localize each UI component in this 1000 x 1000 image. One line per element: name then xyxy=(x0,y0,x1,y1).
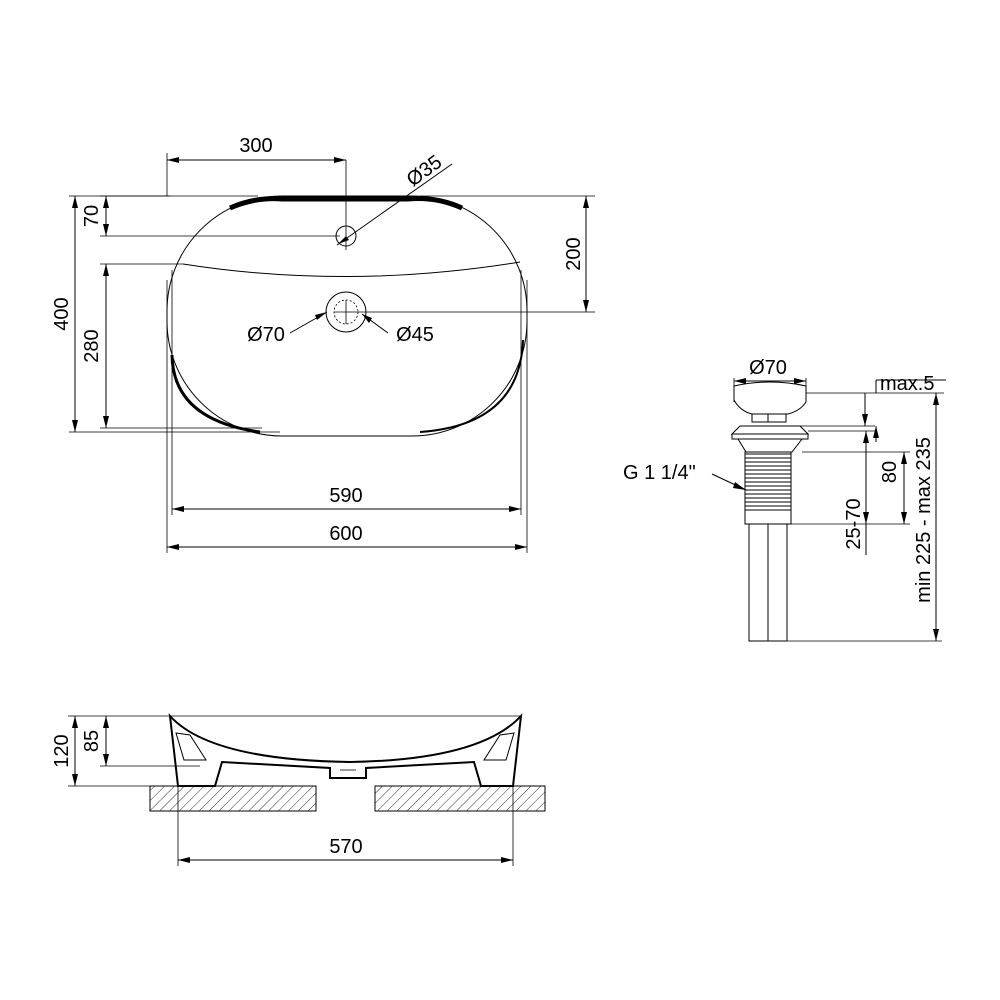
dim-inner-length: 590 xyxy=(329,485,362,507)
dim-inner-width: 280 xyxy=(81,329,103,362)
basin-section xyxy=(168,713,523,787)
drain-view: Ø70 max.5 G 1 1/4" xyxy=(623,357,946,642)
dim-counter-range: 25-70 xyxy=(843,498,865,549)
drain-threaded-body xyxy=(744,451,792,511)
dim-drain-inner: Ø45 xyxy=(396,324,434,346)
dim-overall-length: 600 xyxy=(329,523,362,545)
dim-faucet-hole: Ø35 xyxy=(403,151,447,191)
drain-flange xyxy=(730,425,810,435)
dim-drain-position: 200 xyxy=(563,237,585,270)
basin-bowl-line xyxy=(182,261,521,278)
dim-faucet-offset: 300 xyxy=(239,135,272,157)
dim-faucet-from-edge: 70 xyxy=(81,205,103,227)
drain-cap xyxy=(733,381,807,415)
countertop-right xyxy=(374,785,546,812)
dim-total-height: 120 xyxy=(51,734,73,767)
side-view: 120 85 570 xyxy=(51,713,546,866)
dim-total-range: min 225 - max 235 xyxy=(913,437,935,603)
dim-cap-diameter: Ø70 xyxy=(749,357,787,379)
basin-left-shade xyxy=(170,354,261,434)
thread-spec: G 1 1/4" xyxy=(623,462,696,484)
dim-base-length: 570 xyxy=(329,836,362,858)
countertop-left xyxy=(149,785,317,812)
dim-drain-outer: Ø70 xyxy=(247,324,285,346)
dim-bowl-depth: 85 xyxy=(81,730,103,752)
basin-rim-shade xyxy=(228,196,464,211)
dim-max-gap: max.5 xyxy=(880,373,934,395)
basin-outer-outline xyxy=(166,195,528,437)
dim-body-height: 80 xyxy=(879,461,901,483)
dim-overall-width: 400 xyxy=(51,297,73,330)
basin-right-shade xyxy=(419,339,524,433)
top-view: 300 Ø35 70 200 400 280 xyxy=(51,135,595,553)
